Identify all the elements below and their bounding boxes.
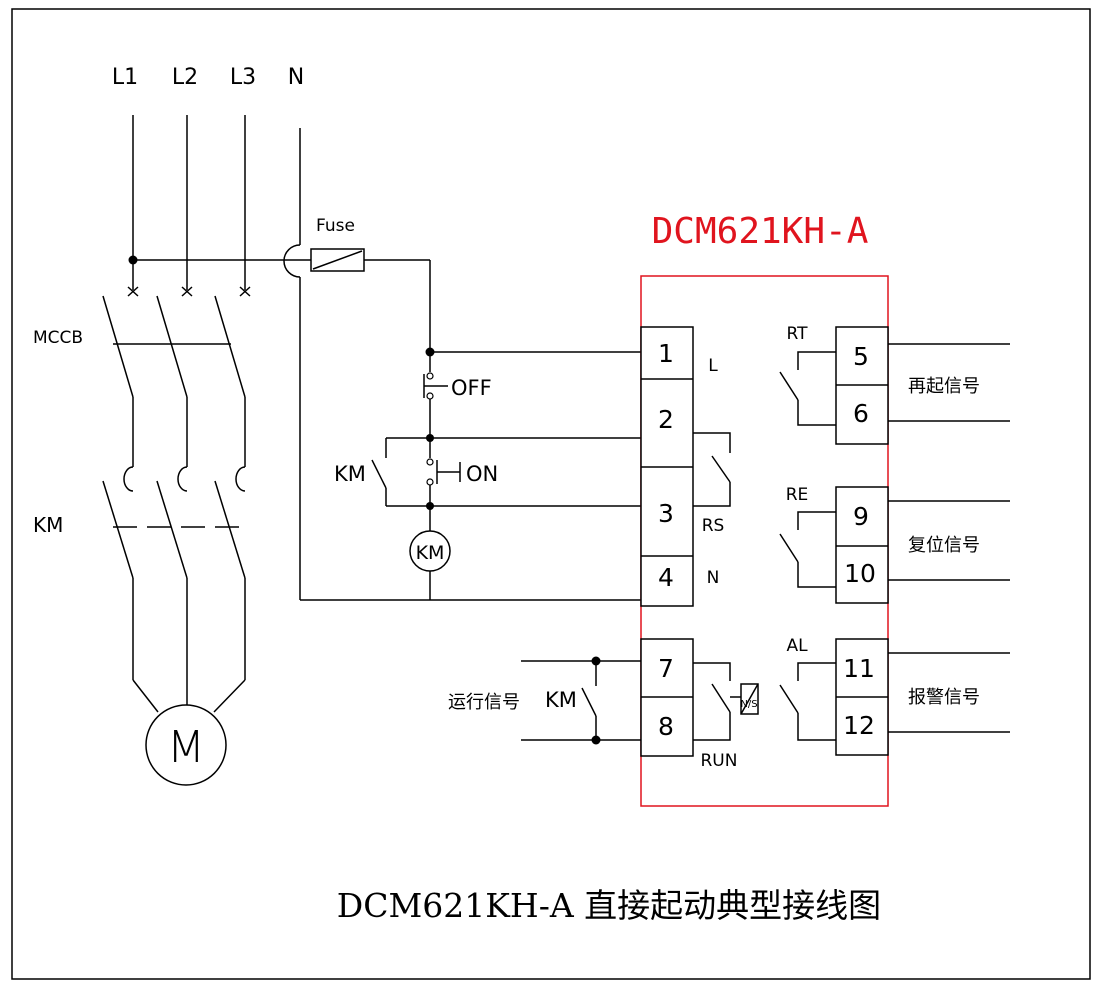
motor-symbol	[145, 704, 227, 786]
terminal-6: 6	[853, 399, 869, 428]
label-RT: RT	[787, 324, 809, 344]
km-run-label: KM	[545, 688, 577, 712]
terminal-5: 5	[853, 342, 869, 371]
ns-label: N/S	[740, 699, 757, 710]
device-title: DCM621KH-A	[652, 211, 869, 252]
run-contact	[693, 662, 759, 741]
rs-contact	[693, 432, 731, 507]
run-signal-label: 运行信号	[448, 692, 520, 713]
diagram-caption: DCM621KH-A 直接起动典型接线图	[337, 886, 881, 925]
alarm-signal-label: 报警信号	[908, 687, 980, 708]
terminal-8: 8	[658, 712, 674, 741]
run-signal-wiring	[521, 656, 641, 745]
label-L: L	[708, 356, 718, 376]
restart-signal-label: 再起信号	[908, 376, 980, 397]
power-circuit	[102, 115, 311, 713]
label-AL: AL	[786, 636, 808, 656]
phase-label-l1: L1	[112, 65, 138, 90]
terminal-4: 4	[658, 563, 674, 592]
terminal-3: 3	[658, 499, 674, 528]
label-RE: RE	[786, 485, 809, 505]
rt-contact	[779, 351, 836, 426]
reset-signal-label: 复位信号	[908, 535, 980, 556]
km-main-label: KM	[33, 513, 63, 537]
terminal-9: 9	[853, 502, 869, 531]
terminal-2: 2	[658, 405, 674, 434]
label-RUN: RUN	[701, 751, 738, 771]
terminal-10: 10	[844, 559, 876, 588]
km-coil-label: KM	[416, 542, 445, 564]
motor-label: M	[167, 722, 205, 773]
terminal-12: 12	[843, 711, 875, 740]
on-button-label: ON	[466, 462, 498, 486]
label-N: N	[707, 568, 720, 588]
control-circuit	[300, 260, 641, 601]
terminal-1: 1	[658, 339, 674, 368]
re-contact	[779, 511, 836, 588]
phase-label-l2: L2	[172, 65, 198, 90]
terminal-block-left	[640, 326, 694, 757]
fuse-label: Fuse	[316, 216, 355, 236]
terminal-11: 11	[843, 654, 875, 683]
terminal-7: 7	[658, 654, 674, 683]
label-RS: RS	[702, 516, 725, 536]
terminal-block-right	[835, 326, 889, 756]
km-aux-label: KM	[334, 462, 366, 486]
outer-frame	[11, 8, 1091, 980]
output-wiring	[888, 343, 1010, 733]
phase-label-n: N	[288, 65, 304, 90]
phase-label-l3: L3	[230, 65, 256, 90]
off-button-label: OFF	[451, 376, 492, 400]
al-contact	[779, 662, 836, 741]
mccb-label: MCCB	[33, 328, 83, 348]
